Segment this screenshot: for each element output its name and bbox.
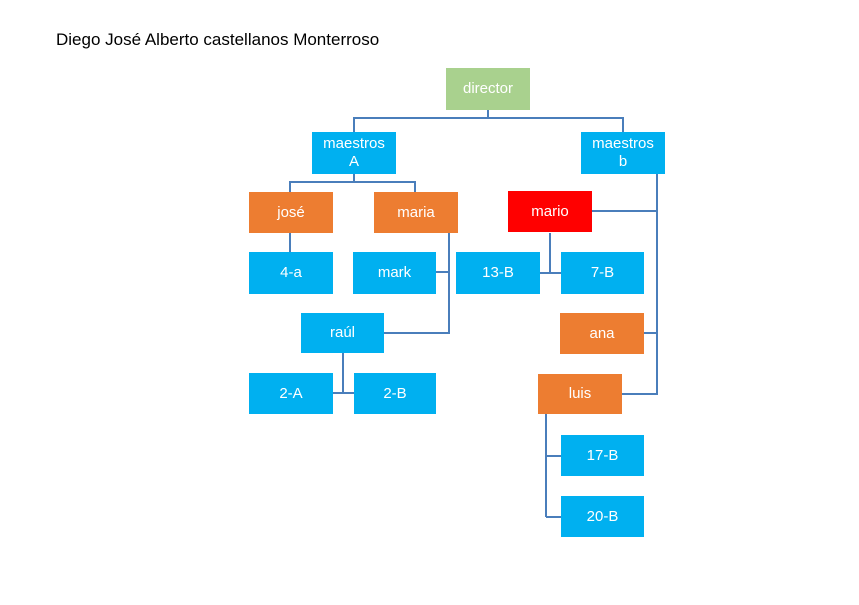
node-20-b-label: 20-B [586, 507, 619, 525]
node-mark-label: mark [377, 264, 412, 281]
node-maria-label: maria [397, 203, 435, 221]
node-17-b-label: 17-B [586, 446, 619, 464]
page-title: Diego José Alberto castellanos Monterros… [56, 30, 380, 49]
node-jose: josé [249, 192, 333, 233]
node-13-b-label: 13-B [482, 264, 514, 281]
node-raul: raúl [301, 313, 384, 353]
node-mark: mark [353, 252, 436, 294]
node-maestros-a-label-1: maestros [323, 135, 385, 152]
connector-mario-children [540, 233, 561, 274]
node-director-label: director [462, 80, 514, 97]
node-13-b: 13-B [456, 252, 540, 294]
node-4-a-label: 4-a [280, 264, 302, 281]
node-20-b: 20-B [561, 496, 644, 537]
connector-maestrosA-children [289, 174, 416, 192]
node-maestros-a-label-2: A [348, 153, 359, 170]
node-ana-label: ana [589, 324, 615, 342]
connector-raul-children [333, 353, 354, 394]
node-raul-label: raúl [329, 324, 355, 341]
node-maestros-b-label-1: maestros [592, 135, 654, 152]
node-7-b-label: 7-B [590, 264, 615, 281]
node-maestros-b: maestros b [581, 132, 665, 174]
node-mario: mario [508, 191, 592, 232]
node-luis-label: luis [568, 385, 592, 402]
node-luis: luis [538, 374, 622, 414]
connector-luis-children [545, 414, 561, 518]
node-2-a: 2-A [249, 373, 333, 414]
node-2-b: 2-B [354, 373, 436, 414]
node-2-b-label: 2-B [383, 384, 407, 402]
node-7-b: 7-B [561, 252, 644, 294]
connector-maria-children [384, 233, 450, 334]
connector-director-maestros [353, 110, 624, 132]
node-director: director [446, 68, 530, 110]
node-4-a: 4-a [249, 252, 333, 294]
node-maestros-a: maestros A [312, 132, 396, 174]
node-maria: maria [374, 192, 458, 233]
node-ana: ana [560, 313, 644, 354]
node-jose-label: josé [277, 203, 305, 221]
node-mario-label: mario [531, 202, 569, 220]
node-2-a-label: 2-A [279, 384, 303, 402]
node-17-b: 17-B [561, 435, 644, 476]
node-maestros-b-label-2: b [618, 153, 628, 170]
connector-maestrosB-children [592, 174, 658, 395]
